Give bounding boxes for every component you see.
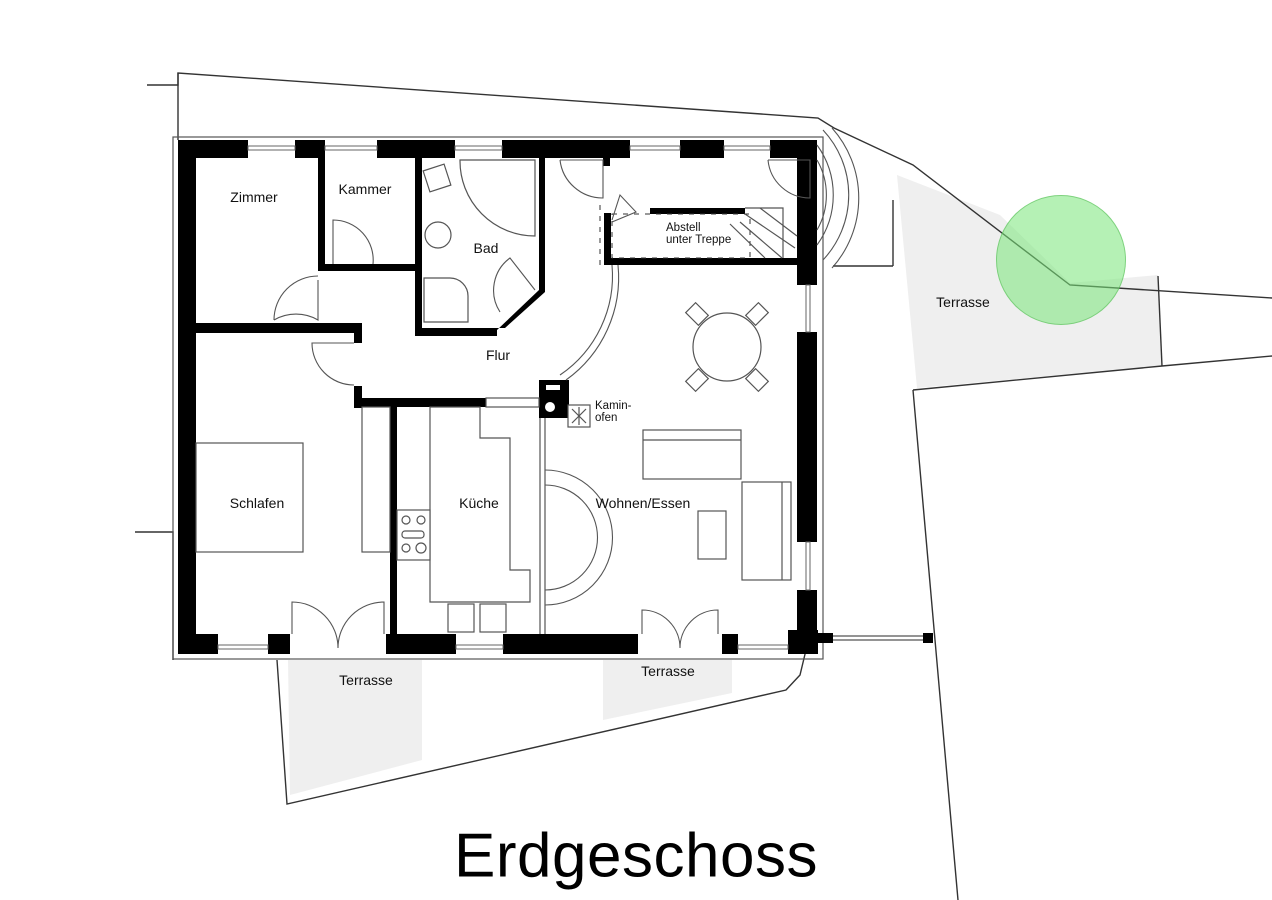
label-terrasse-south-left: Terrasse (339, 672, 393, 688)
room-label-wohnen-essen: Wohnen/Essen (595, 495, 691, 511)
room-label-flur: Flur (485, 347, 511, 363)
room-label-bad: Bad (473, 240, 499, 256)
floor-title: Erdgeschoss (454, 821, 818, 891)
door-east-top (767, 159, 811, 199)
door-zimmer (273, 275, 319, 321)
room-label-schlafen: Schlafen (229, 495, 285, 511)
bad-toilet (422, 163, 452, 193)
terrace-south-outline (276, 649, 807, 805)
curved-wall-flur (559, 264, 620, 381)
terrace-south-mid-area (603, 660, 732, 720)
chair-nw (684, 301, 710, 327)
sofa-east (741, 481, 792, 581)
chair-sw (684, 367, 710, 393)
abstell-line-2: unter Treppe (666, 234, 732, 247)
label-kaminofen: Kamin- ofen (595, 400, 631, 424)
door-bad (493, 257, 536, 313)
entrance-steps (816, 127, 860, 269)
room-label-kammer: Kammer (338, 181, 392, 197)
property-line-west (135, 531, 174, 660)
kitchen-counter (429, 406, 531, 603)
kaminofen-line-1: Kamin- (595, 400, 632, 412)
door-storage (611, 193, 637, 223)
coffee-table (697, 510, 727, 560)
arched-passage-kueche (544, 469, 613, 606)
door-schlafen (311, 342, 355, 386)
highlight-marker-circle (996, 195, 1126, 325)
bad-tub-corner (423, 277, 469, 323)
room-label-kueche: Küche (459, 495, 499, 511)
kitchen-stool-2 (479, 603, 507, 633)
property-line-east-vertical (912, 389, 959, 900)
label-terrasse-south-mid: Terrasse (641, 663, 695, 679)
door-kammer (332, 219, 374, 265)
chair-se (744, 367, 770, 393)
kitchen-stool-1 (447, 603, 475, 633)
bad-shower-corner (459, 159, 536, 237)
room-label-abstell: Abstell unter Treppe (666, 222, 731, 246)
terrace-south-left-area (288, 660, 422, 795)
bed (195, 442, 304, 553)
bad-washbasin (424, 221, 452, 249)
wardrobe (361, 406, 391, 553)
dining-table (692, 312, 762, 382)
double-door-schlafen-south (291, 601, 385, 649)
room-label-zimmer: Zimmer (230, 189, 278, 205)
under-stair-storage-outline (611, 213, 751, 259)
double-door-wohnen-south (641, 609, 719, 649)
kaminofen-line-2: ofen (595, 412, 618, 425)
door-flur-north (559, 159, 604, 199)
label-terrasse-east: Terrasse (936, 294, 990, 310)
sofa-north (642, 429, 742, 480)
abstell-line-1: Abstell (666, 222, 701, 234)
chair-ne (744, 301, 770, 327)
